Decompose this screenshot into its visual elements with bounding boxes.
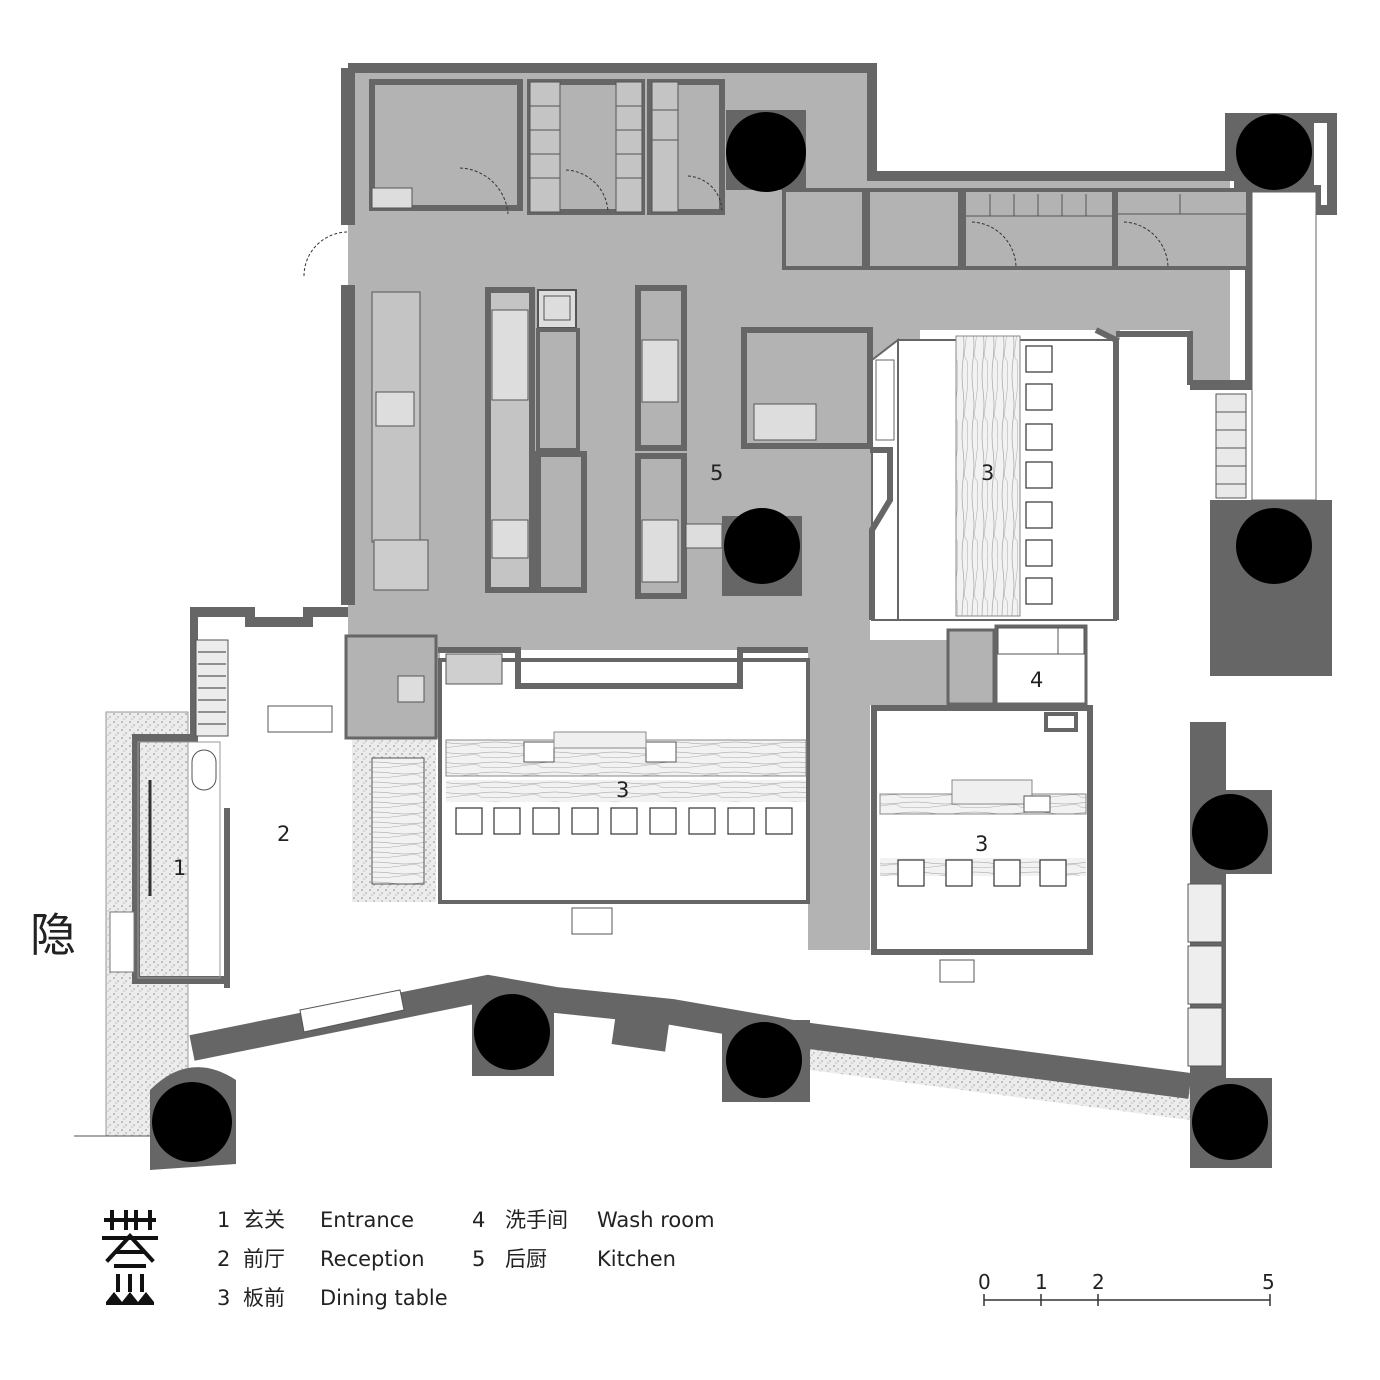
scale-tick-1: 1 (1035, 1270, 1048, 1294)
side-passage (1251, 191, 1317, 501)
scale-tick-5: 5 (1262, 1270, 1275, 1294)
scale-bar (983, 1294, 1271, 1306)
room-label-3-east: 3 (981, 461, 995, 485)
legend-cn-label: 玄关 (243, 1208, 285, 1232)
legend-cn-label: 板前 (243, 1286, 285, 1310)
room-label-1: 1 (173, 856, 187, 880)
counter-east (955, 335, 1021, 617)
structural-columns (150, 110, 1318, 1170)
wood-bench (371, 757, 425, 885)
scale-tick-2: 2 (1092, 1270, 1105, 1294)
logo-glyph-icon (102, 1210, 158, 1305)
legend-en-label: Entrance (320, 1208, 415, 1232)
dining-room-southeast (871, 705, 1093, 955)
room-label-3-center: 3 (616, 778, 630, 802)
room-label-4: 4 (1030, 668, 1044, 692)
legend-en-label: Dining table (320, 1286, 448, 1310)
room-label-3-southeast: 3 (975, 832, 989, 856)
room-label-2: 2 (277, 822, 291, 846)
legend-number: 4 (472, 1208, 486, 1232)
legend-cn-label: 后厨 (505, 1247, 547, 1271)
legend-number: 2 (217, 1247, 231, 1271)
room-label-5: 5 (710, 461, 724, 485)
legend-en-label: Reception (320, 1247, 425, 1271)
legend-cn-label: 前厅 (243, 1247, 285, 1271)
scale-tick-0: 0 (978, 1270, 991, 1294)
legend-number: 5 (472, 1247, 486, 1271)
legend-cn-label: 洗手间 (505, 1208, 568, 1232)
legend-number: 3 (217, 1286, 231, 1310)
legend-number: 1 (217, 1208, 231, 1232)
legend-en-label: Kitchen (597, 1247, 676, 1271)
legend-en-label: Wash room (597, 1208, 715, 1232)
side-character: 隐 (30, 908, 76, 962)
